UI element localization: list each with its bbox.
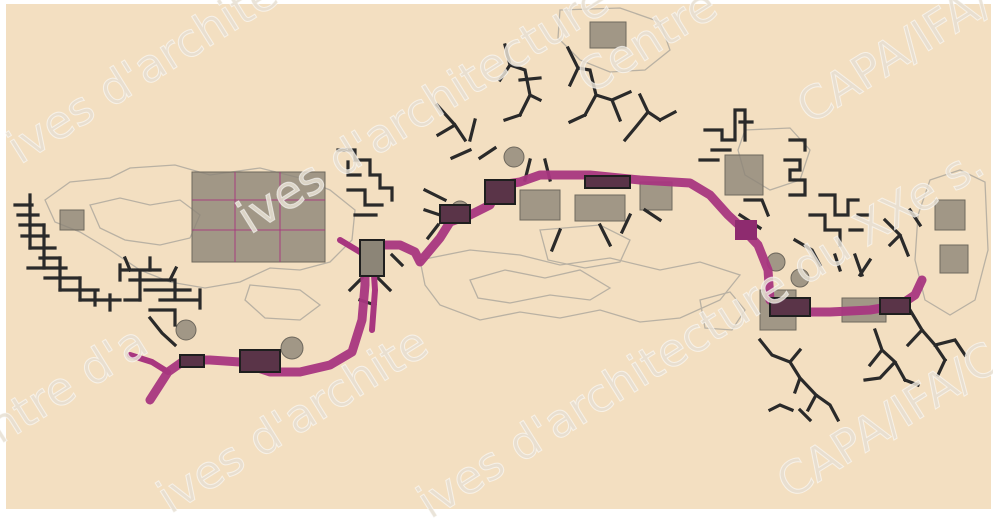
paper-background bbox=[6, 4, 991, 509]
building-grid bbox=[192, 172, 325, 262]
large-building-block bbox=[191, 171, 326, 263]
black-branches bbox=[13, 43, 968, 423]
spine-overlays bbox=[179, 175, 911, 373]
